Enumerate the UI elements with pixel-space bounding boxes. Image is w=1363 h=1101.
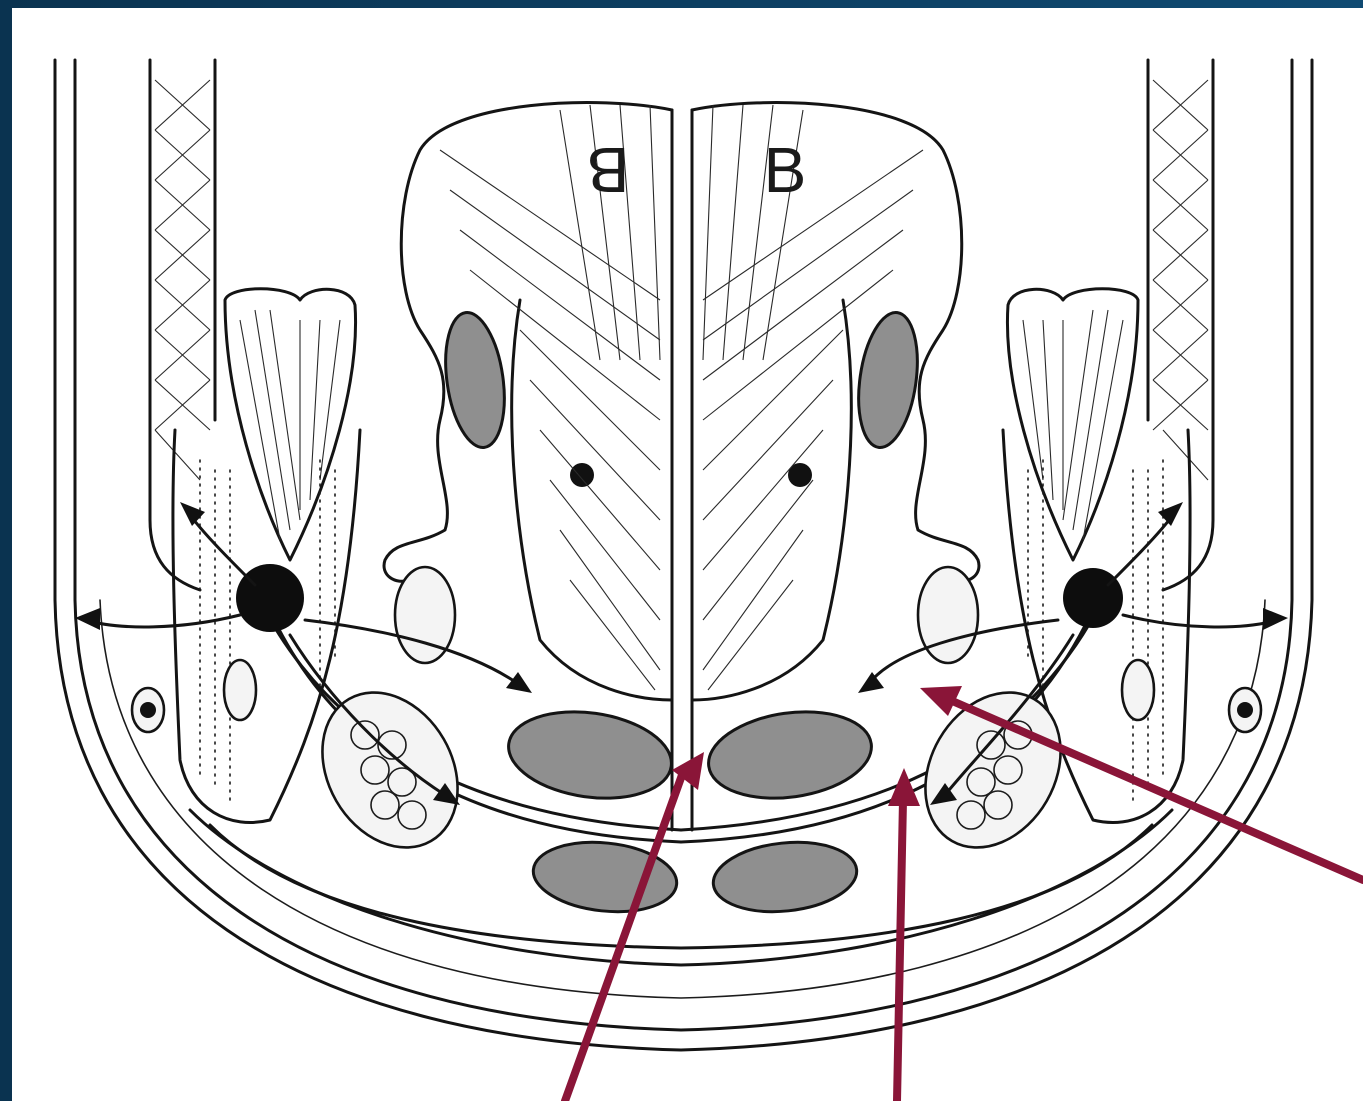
label-right-b: B <box>764 134 807 206</box>
label-left-b: B <box>587 134 630 206</box>
pointer-submandibular-space <box>897 800 903 1101</box>
right-cheek-muscle <box>1148 60 1213 590</box>
tongue <box>384 103 979 830</box>
left-cheek-muscle <box>150 60 215 590</box>
spread-arrows <box>75 502 1288 805</box>
right-tooth <box>1007 289 1138 560</box>
left-tooth <box>225 289 356 560</box>
outer-jaw-contour <box>55 60 1312 1050</box>
